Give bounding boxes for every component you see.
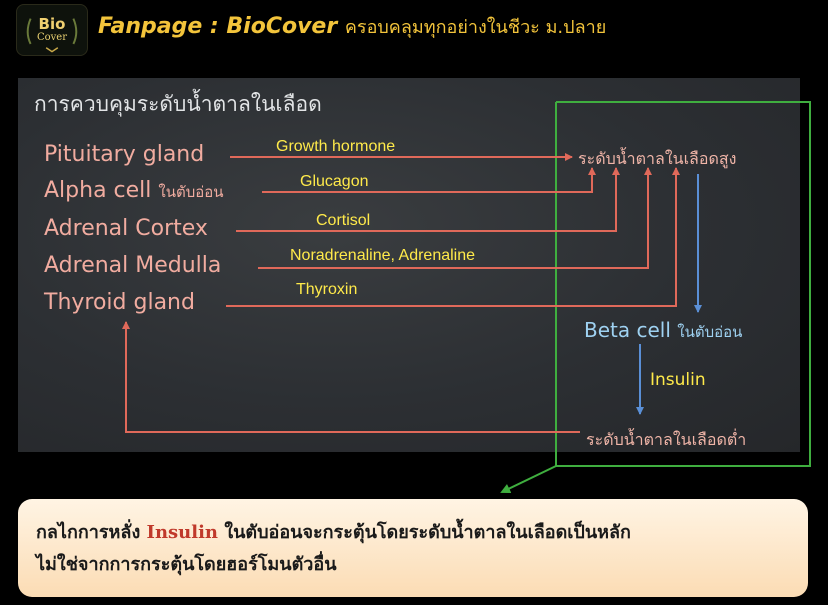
insulin-label: Insulin	[650, 370, 706, 390]
logo-text-top: Bio	[38, 15, 66, 33]
hormone-glucagon: Glucagon	[300, 173, 369, 190]
biocover-logo: Bio Cover	[16, 4, 88, 56]
beta-cell-suffix: ในตับอ่อน	[677, 323, 743, 341]
gland-label: Adrenal Medulla	[44, 253, 222, 278]
note-line-2: ไม่ใช่จากการกระตุ้นโดยฮอร์โมนตัวอื่น	[36, 554, 337, 575]
gland-pituitary: Pituitary gland	[44, 142, 204, 167]
hormone-noradrenaline: Noradrenaline, Adrenaline	[290, 247, 476, 264]
gland-alpha-cell: Alpha cell ในตับอ่อน	[44, 178, 224, 204]
page-subtitle: ครอบคลุมทุกอย่างในชีวะ ม.ปลาย	[344, 17, 607, 38]
gland-suffix: ในตับอ่อน	[158, 183, 224, 201]
beta-cell-name: Beta cell	[584, 318, 671, 342]
note-insulin-keyword: Insulin	[146, 522, 219, 543]
page-title-text: Fanpage : BioCover	[98, 14, 338, 39]
page-title: Fanpage : BioCover ครอบคลุมทุกอย่างในชีว…	[98, 12, 606, 41]
low-blood-sugar-label: ระดับน้ำตาลในเลือดต่ำ	[586, 430, 747, 449]
gland-adrenal-medulla: Adrenal Medulla	[44, 253, 221, 278]
hormone-growth-hormone: Growth hormone	[276, 138, 396, 155]
note-line-1-post: ในตับอ่อนจะกระตุ้นโดยระดับน้ำตาลในเลือดเ…	[224, 522, 631, 543]
gland-label: Pituitary gland	[44, 142, 205, 167]
gland-label: Alpha cell	[44, 178, 152, 203]
beta-cell-label: Beta cell ในตับอ่อน	[584, 318, 742, 344]
gland-thyroid: Thyroid gland	[44, 290, 195, 315]
gland-adrenal-cortex: Adrenal Cortex	[44, 216, 208, 241]
logo-text-bottom: Cover	[36, 32, 68, 43]
gland-label: Adrenal Cortex	[44, 216, 208, 241]
note-line-1-pre: กลไกการหลั่ง	[36, 522, 141, 543]
note-line-1: กลไกการหลั่ง Insulin ในตับอ่อนจะกระตุ้นโ…	[36, 517, 794, 549]
laurel-icon	[26, 18, 78, 53]
diagram-title: การควบคุมระดับน้ำตาลในเลือด	[34, 92, 322, 116]
hormone-thyroxin: Thyroxin	[296, 281, 358, 298]
hormone-cortisol: Cortisol	[316, 212, 371, 229]
high-blood-sugar-label: ระดับน้ำตาลในเลือดสูง	[578, 149, 737, 168]
gland-label: Thyroid gland	[44, 290, 195, 315]
insulin-note: กลไกการหลั่ง Insulin ในตับอ่อนจะกระตุ้นโ…	[18, 499, 808, 597]
